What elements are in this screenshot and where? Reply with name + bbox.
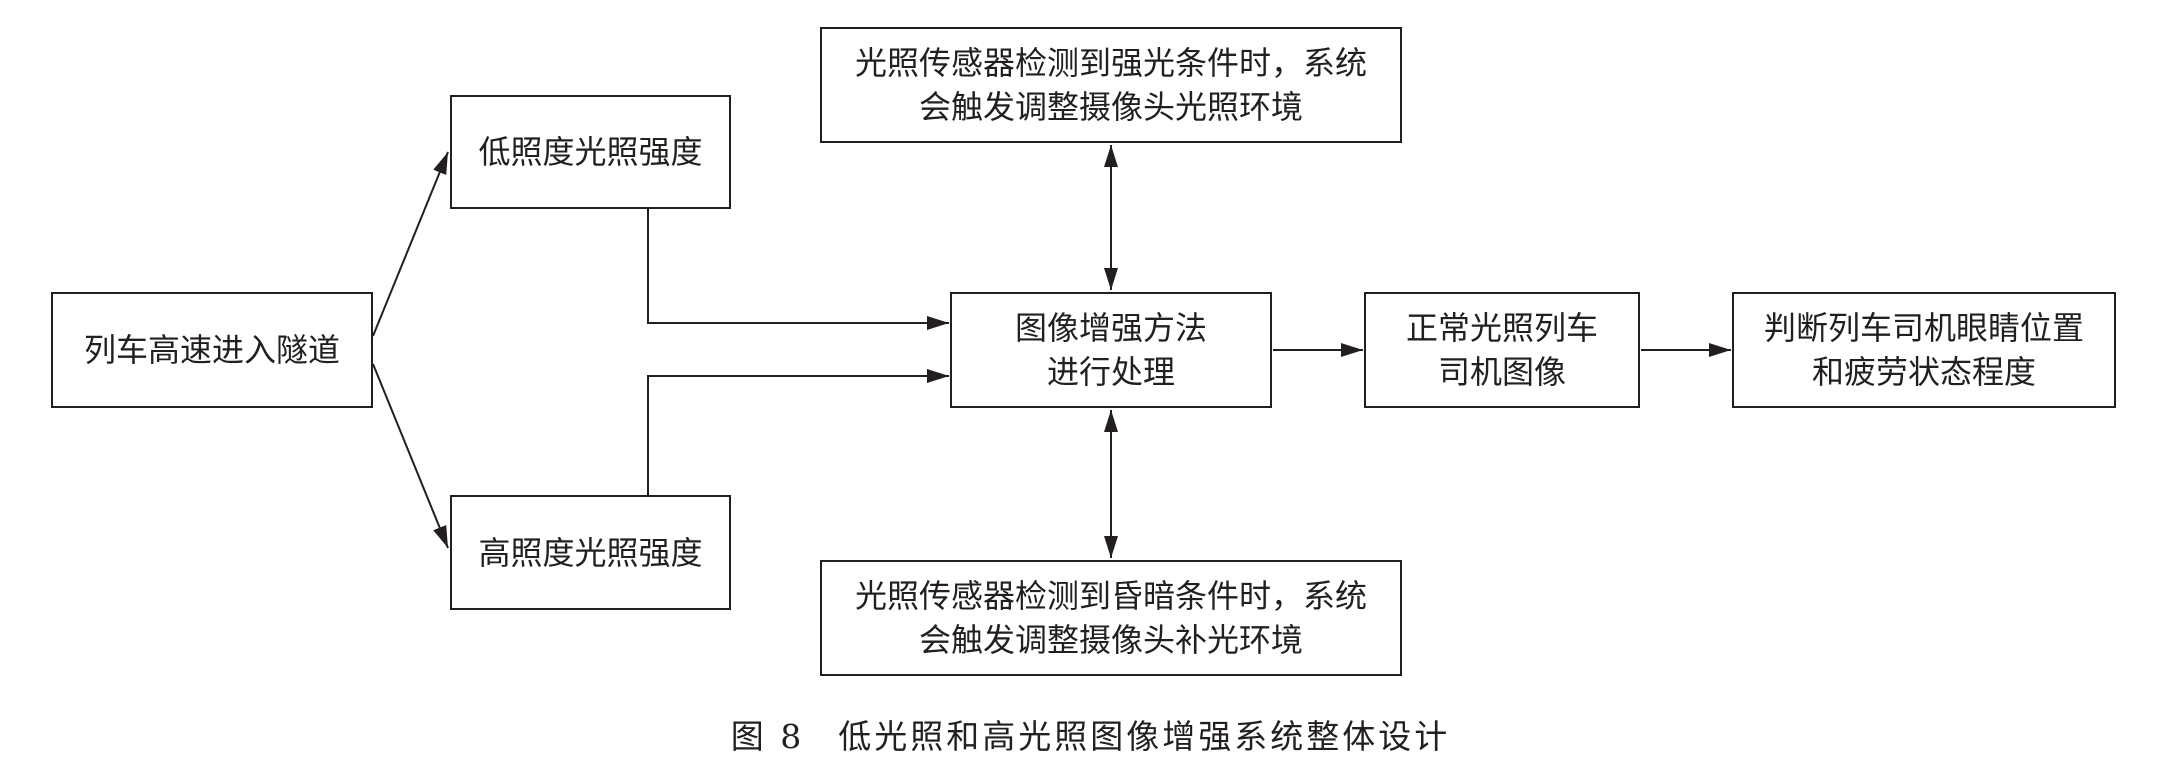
node-text-line: 会触发调整摄像头光照环境 xyxy=(918,88,1303,126)
node-train-enters-tunnel: 列车高速进入隧道 xyxy=(51,292,373,408)
node-image-enhancement: 图像增强方法 进行处理 xyxy=(950,292,1272,408)
node-text-line: 判断列车司机眼睛位置 xyxy=(1763,309,2084,347)
node-text-line: 会触发调整摄像头补光环境 xyxy=(918,621,1303,659)
arrow-high-illuminance-to-enhancement xyxy=(647,369,949,495)
figure-title: 低光照和高光照图像增强系统整体设计 xyxy=(838,717,1451,756)
node-high-illuminance: 高照度光照强度 xyxy=(450,495,731,610)
node-strong-light-sensor: 光照传感器检测到强光条件时，系统 会触发调整摄像头光照环境 xyxy=(820,27,1402,143)
arrow-low-illuminance-to-enhancement xyxy=(647,209,949,330)
node-text-line: 图像增强方法 xyxy=(1014,309,1207,347)
node-text-line: 进行处理 xyxy=(1046,353,1175,391)
node-text-line: 低照度光照强度 xyxy=(478,133,703,171)
figure-label: 图 8 xyxy=(730,717,805,756)
arrow-entry-to-low-illuminance xyxy=(372,151,449,337)
node-text-line: 司机图像 xyxy=(1437,353,1566,391)
node-low-illuminance: 低照度光照强度 xyxy=(450,95,731,209)
node-text-line: 高照度光照强度 xyxy=(478,533,703,572)
node-dim-light-sensor: 光照传感器检测到昏暗条件时，系统 会触发调整摄像头补光环境 xyxy=(820,560,1402,676)
node-text-line: 正常光照列车 xyxy=(1405,309,1598,347)
node-normal-driver-image: 正常光照列车 司机图像 xyxy=(1364,292,1640,408)
arrow-entry-to-high-illuminance xyxy=(372,363,449,549)
figure-caption: 图 8 低光照和高光照图像增强系统整体设计 xyxy=(0,712,2181,756)
node-fatigue-judgement: 判断列车司机眼睛位置 和疲劳状态程度 xyxy=(1732,292,2116,408)
node-text-line: 光照传感器检测到昏暗条件时，系统 xyxy=(854,577,1367,615)
node-text-line: 光照传感器检测到强光条件时，系统 xyxy=(854,44,1367,82)
node-text-line: 列车高速进入隧道 xyxy=(83,331,340,369)
node-text-line: 和疲劳状态程度 xyxy=(1811,353,2036,391)
